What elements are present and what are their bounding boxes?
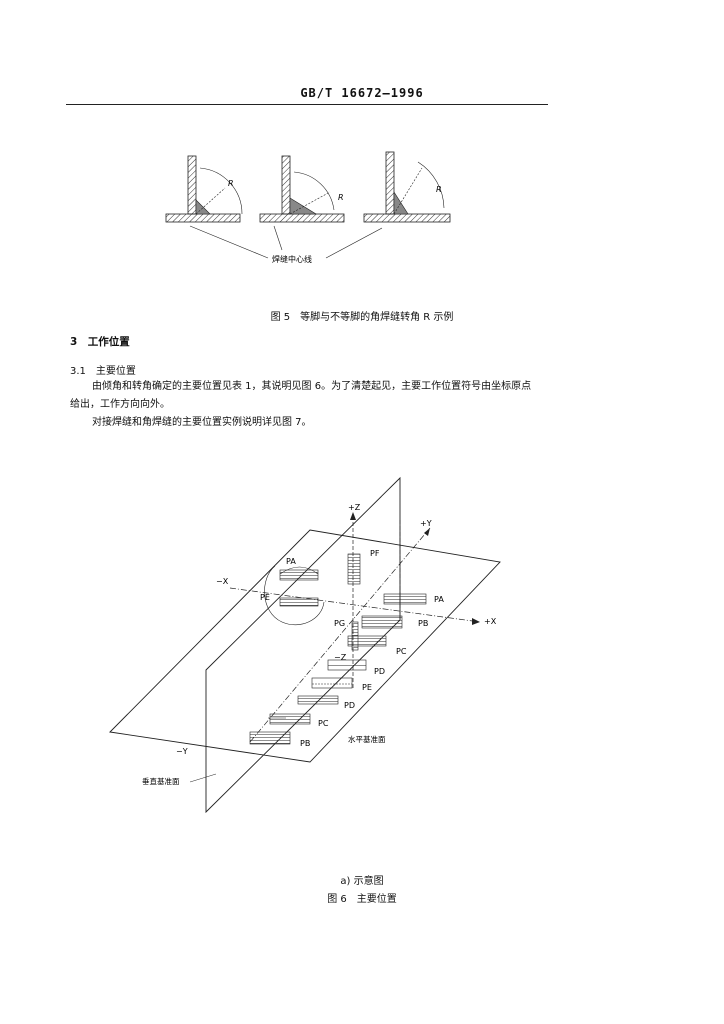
axis-minus-z: −Z	[334, 653, 347, 662]
axis-plus-y: +Y	[420, 519, 432, 528]
weld-PA-right	[383, 593, 427, 605]
figure6-drawing: +Z +Y +X −X −Y −Z PA PE PF	[109, 476, 501, 814]
figure6-subcaption: a) 示意图	[340, 876, 384, 887]
weld-centerline-label: 焊缝中心线	[272, 254, 312, 264]
section-3-1-line1: 由倾角和转角确定的主要位置见表 1，其说明见图 6。为了清楚起见，主要工作位置符…	[92, 381, 532, 392]
label-PF: PF	[370, 549, 380, 558]
y-axis	[249, 527, 431, 743]
x-axis	[229, 587, 481, 623]
axis-plus-x: +X	[484, 617, 497, 626]
weld-PF	[347, 553, 361, 585]
header-rule	[66, 104, 548, 105]
label-PD-lower: PD	[344, 701, 355, 710]
weld-PD	[327, 659, 367, 671]
weld-PE-left	[279, 597, 319, 607]
label-PC-lower: PC	[318, 719, 329, 728]
weld-PE-lower	[311, 677, 353, 689]
section-3-1-heading: 3.1 主要位置	[70, 366, 136, 377]
axis-minus-x: −X	[216, 577, 229, 586]
figure5-caption: 图 5 等脚与不等脚的角焊缝转角 R 示例	[270, 312, 454, 323]
document-header: GB/T 16672—1996	[300, 86, 424, 100]
vertical-reference-plane	[205, 476, 401, 814]
fillet-weld-1: R	[165, 155, 243, 223]
weld-PA-left	[279, 566, 319, 581]
horizontal-reference-plane	[109, 529, 501, 763]
fillet-weld-2: R	[259, 155, 345, 223]
section-3-heading: 3 工作位置	[70, 336, 130, 348]
axis-plus-z: +Z	[348, 503, 361, 512]
label-PE-left: PE	[260, 593, 270, 602]
weld-PB-lower	[249, 731, 291, 745]
horizontal-plane-label: 水平基准面	[348, 734, 386, 744]
weld-PB-right	[361, 615, 403, 629]
label-PB-right: PB	[418, 619, 428, 628]
label-PD-upper: PD	[374, 667, 385, 676]
label-PA-left: PA	[286, 557, 296, 566]
r-label-1: R	[228, 179, 234, 188]
weld-PC-upper	[347, 635, 387, 647]
label-PB-lower: PB	[300, 739, 310, 748]
weld-PC-lower	[269, 713, 311, 725]
section-3-1-para2: 对接焊缝和角焊缝的主要位置实例说明详见图 7。	[92, 417, 312, 428]
label-PG: PG	[334, 619, 345, 628]
figure5-drawing: R R R 焊缝中心线	[165, 151, 451, 264]
vertical-plane-label: 垂直基准面	[142, 776, 180, 786]
figure6-caption: 图 6 主要位置	[327, 894, 397, 905]
axis-minus-y: −Y	[176, 747, 188, 756]
r-label-3: R	[436, 185, 442, 194]
label-PE-lower: PE	[362, 683, 372, 692]
label-PC-upper: PC	[396, 647, 407, 656]
r-label-2: R	[338, 193, 344, 202]
weld-PD-lower	[297, 695, 339, 705]
section-3-1-line2: 给出，工作方向向外。	[70, 399, 170, 410]
fillet-weld-3: R	[363, 151, 451, 223]
label-PA-right: PA	[434, 595, 444, 604]
